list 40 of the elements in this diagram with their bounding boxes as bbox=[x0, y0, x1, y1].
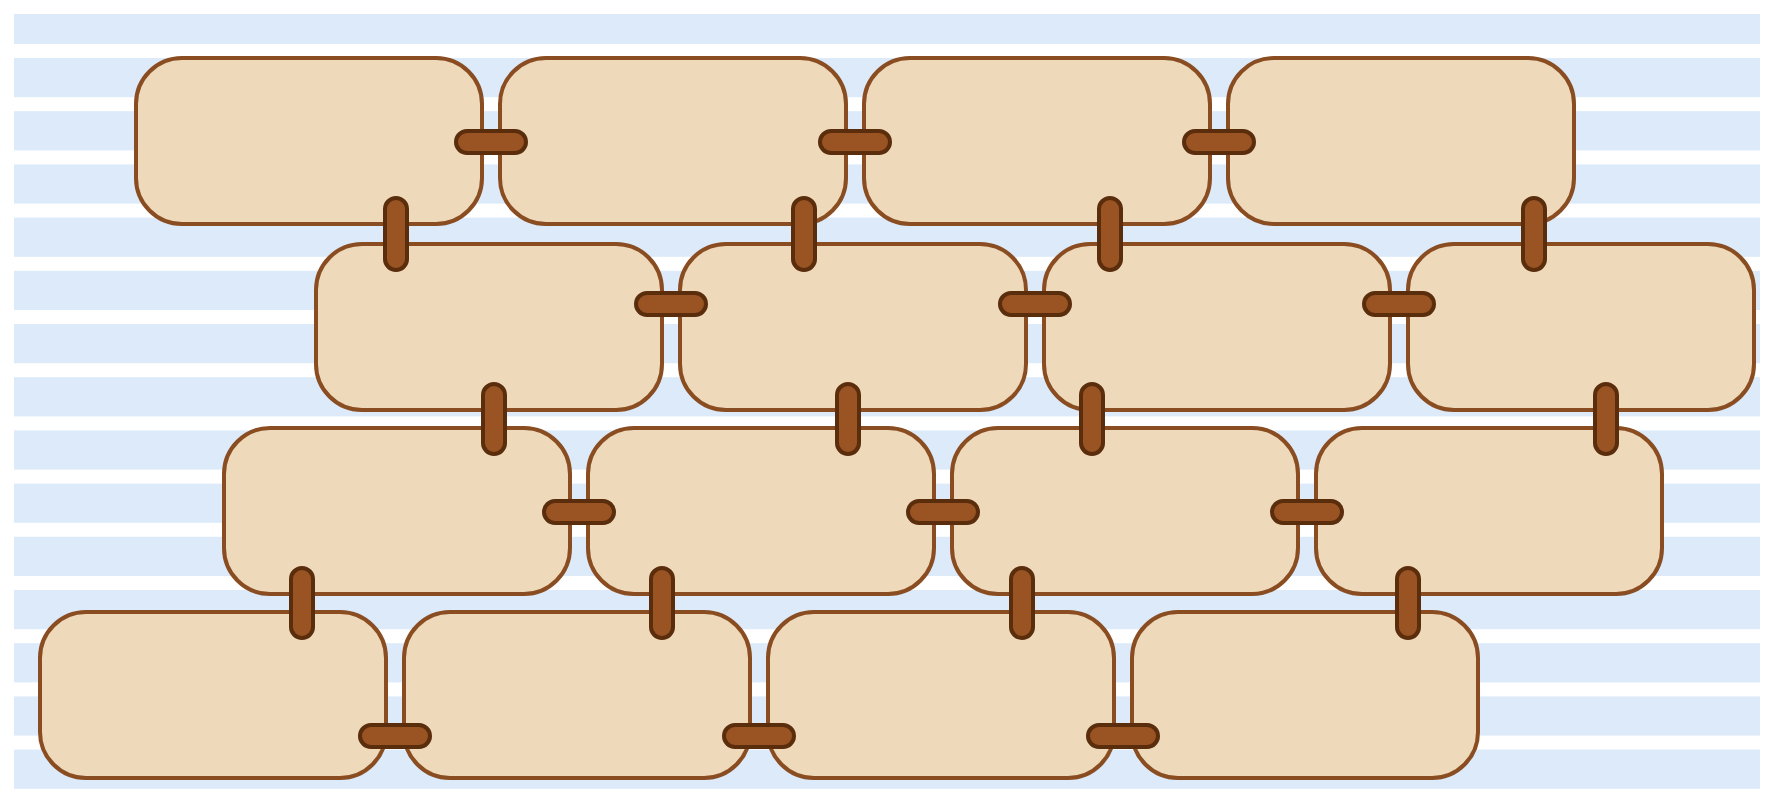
rounded-box bbox=[498, 56, 848, 226]
connector-bar bbox=[722, 723, 796, 749]
connector-bar bbox=[1097, 196, 1123, 272]
connector-bar bbox=[358, 723, 432, 749]
rounded-box bbox=[1314, 426, 1664, 596]
rounded-box bbox=[678, 242, 1028, 412]
connector-bar bbox=[634, 291, 708, 317]
rounded-box bbox=[314, 242, 664, 412]
connector-bar bbox=[818, 129, 892, 155]
connector-bar bbox=[1362, 291, 1436, 317]
connector-bar bbox=[1079, 382, 1105, 456]
connector-bar bbox=[542, 499, 616, 525]
rounded-box bbox=[402, 610, 752, 780]
rounded-box bbox=[1130, 610, 1480, 780]
rounded-box bbox=[766, 610, 1116, 780]
connector-bar bbox=[1086, 723, 1160, 749]
rounded-box bbox=[950, 426, 1300, 596]
rounded-box bbox=[862, 56, 1212, 226]
rounded-box bbox=[586, 426, 936, 596]
rounded-box bbox=[1406, 242, 1756, 412]
rounded-box bbox=[38, 610, 388, 780]
connector-bar bbox=[835, 382, 861, 456]
connector-bar bbox=[454, 129, 528, 155]
connector-bar bbox=[906, 499, 980, 525]
connector-bar bbox=[1593, 382, 1619, 456]
connector-bar bbox=[1395, 566, 1421, 640]
connector-bar bbox=[1270, 499, 1344, 525]
rounded-box bbox=[134, 56, 484, 226]
connector-bar bbox=[481, 382, 507, 456]
connector-bar bbox=[998, 291, 1072, 317]
connector-bar bbox=[1182, 129, 1256, 155]
connector-bar bbox=[383, 196, 409, 272]
connector-bar bbox=[791, 196, 817, 272]
connector-bar bbox=[649, 566, 675, 640]
rounded-box bbox=[222, 426, 572, 596]
rounded-box bbox=[1226, 56, 1576, 226]
rounded-box bbox=[1042, 242, 1392, 412]
connector-bar bbox=[289, 566, 315, 640]
connector-bar bbox=[1009, 566, 1035, 640]
connector-bar bbox=[1521, 196, 1547, 272]
